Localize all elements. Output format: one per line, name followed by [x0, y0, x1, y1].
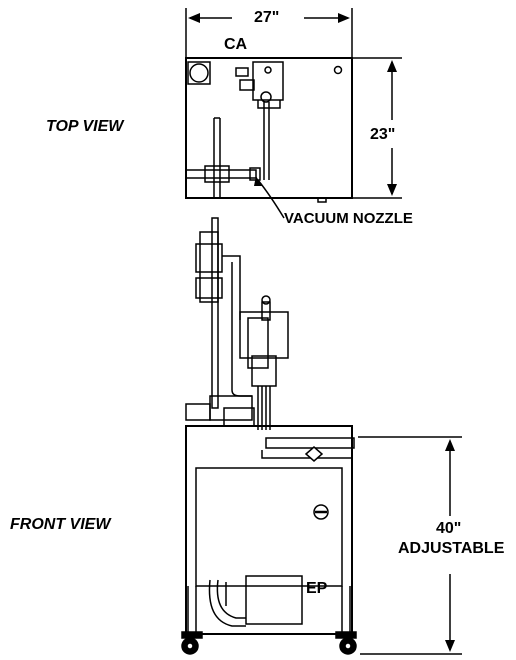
door-latch	[313, 504, 329, 520]
height-dimension-value: 40"	[436, 520, 462, 537]
top-view-outline	[185, 57, 353, 199]
top-view-label: TOP VIEW	[46, 118, 124, 135]
depth-dimension-label: 23"	[368, 126, 398, 144]
front-view-drawing	[181, 217, 462, 655]
callout-ep: EP	[306, 580, 328, 597]
callout-vacuum-nozzle: VACUUM NOZZLE	[284, 210, 413, 227]
width-dimension-label: 27"	[254, 9, 280, 26]
top-view-drawing	[185, 8, 402, 219]
height-dimension-note: ADJUSTABLE	[398, 540, 505, 557]
callout-ca: CA	[224, 36, 248, 53]
cabinet-outline	[185, 425, 353, 635]
front-view-label: FRONT VIEW	[10, 516, 111, 533]
ep-box	[245, 575, 303, 625]
door-panel	[195, 467, 343, 587]
vacuum-nozzle-leader	[257, 179, 285, 219]
